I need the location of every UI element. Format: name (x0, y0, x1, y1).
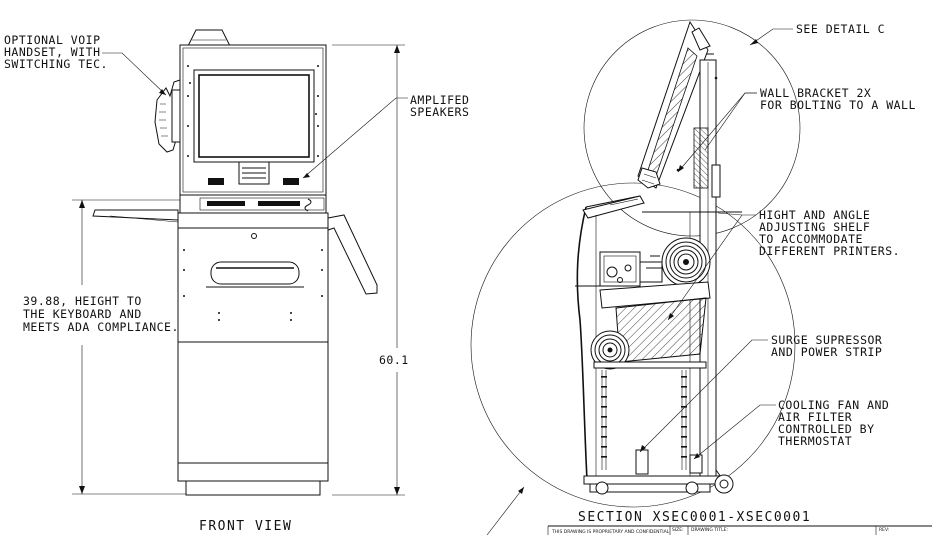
label-fan-3: CONTROLLED BY (778, 422, 875, 436)
label-surge-1: SURGE SUPRESSOR (771, 333, 882, 347)
label-voip-1: OPTIONAL VOIP (4, 33, 101, 47)
label-fan-1: COOLING FAN AND (778, 398, 889, 412)
label-wall-1: WALL BRACKET 2X (760, 86, 871, 100)
label-shelf-3: TO ACCOMMODATE (759, 232, 863, 246)
front-view-title: FRONT VIEW (199, 519, 292, 534)
title-block-rev: REV: (879, 527, 889, 533)
section-leaders (486, 28, 793, 536)
label-speakers-2: SPEAKERS (410, 105, 469, 119)
label-surge-2: AND POWER STRIP (771, 345, 882, 359)
label-fan-2: AIR FILTER (778, 410, 852, 424)
label-voip-2: HANDSET, WITH (4, 45, 101, 59)
title-block: THIS DRAWING IS PROPRIETARY AND CONFIDEN… (547, 525, 932, 535)
title-block-drawing-title: DRAWING TITLE: (691, 527, 728, 533)
label-overall-height: 60.1 (379, 353, 409, 367)
label-see-detail: SEE DETAIL C (796, 22, 885, 36)
label-speakers-1: AMPLIFED (410, 93, 469, 107)
label-voip-3: SWITCHING TEC. (4, 57, 108, 71)
front-view-kiosk (92, 29, 378, 496)
label-wall-2: FOR BOLTING TO A WALL (760, 98, 916, 112)
front-dimensions (72, 44, 405, 496)
section-view-kiosk (470, 19, 801, 508)
title-block-notice: THIS DRAWING IS PROPRIETARY AND CONFIDEN… (551, 529, 670, 535)
label-height-1: 39.88, HEIGHT TO (23, 294, 142, 308)
label-shelf-4: DIFFERENT PRINTERS. (759, 244, 900, 258)
front-labels: OPTIONAL VOIP HANDSET, WITH SWITCHING TE… (4, 33, 469, 534)
front-leaders (102, 52, 408, 179)
label-shelf-2: ADJUSTING SHELF (759, 220, 870, 234)
label-height-3: MEETS ADA COMPLIANCE. (23, 320, 179, 334)
label-shelf-1: HIGHT AND ANGLE (759, 208, 870, 222)
section-title: SECTION XSEC0001-XSEC0001 (578, 510, 811, 525)
title-block-size: SIZE: (672, 527, 684, 533)
label-fan-4: THERMOSTAT (778, 434, 852, 448)
section-labels: SEE DETAIL C WALL BRACKET 2X FOR BOLTING… (578, 22, 916, 525)
label-height-2: THE KEYBOARD AND (23, 307, 142, 321)
